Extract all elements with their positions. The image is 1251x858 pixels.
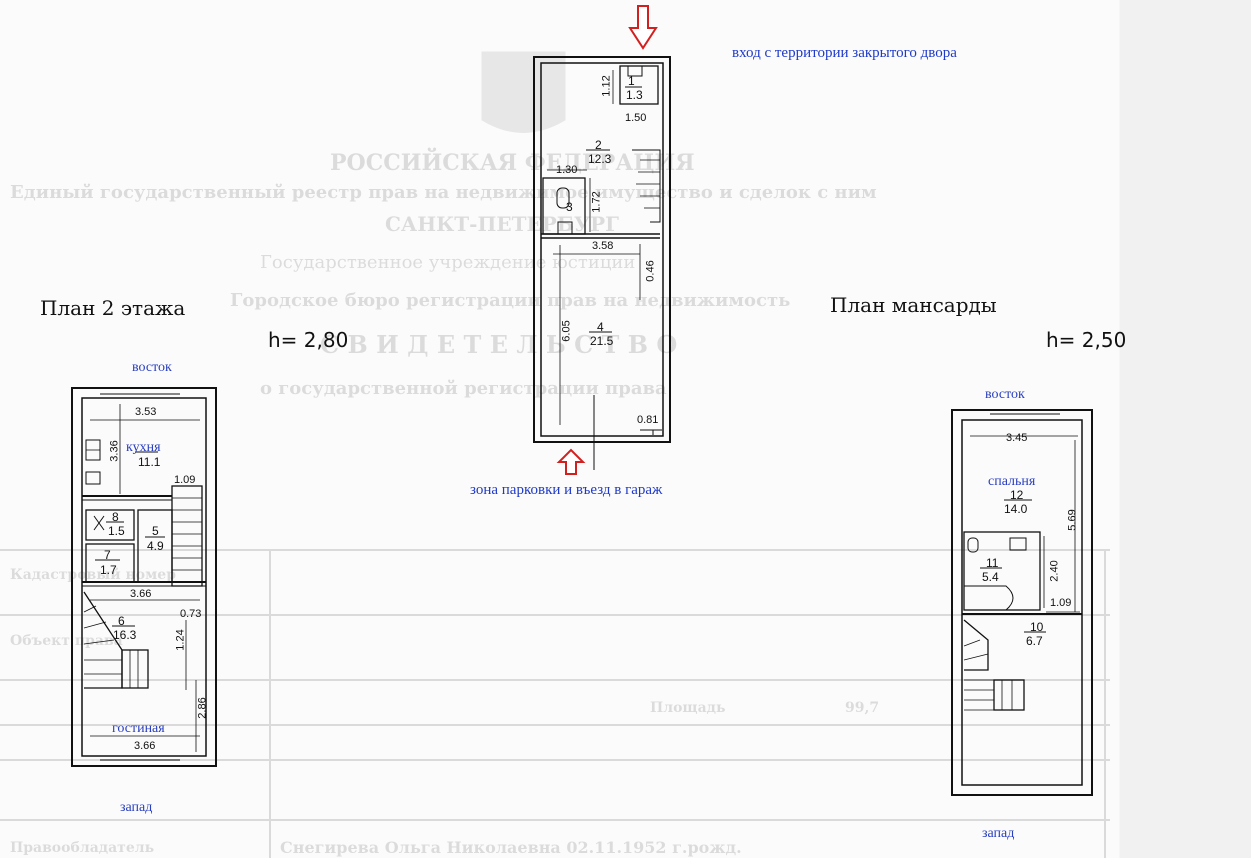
- attic-title: План мансарды: [830, 293, 997, 317]
- room-number: 12: [1010, 488, 1024, 502]
- room-number: 3: [566, 200, 573, 214]
- attic-east-label: восток: [985, 387, 1025, 402]
- dimension: 5.69: [1066, 509, 1079, 531]
- parking-arrow: [556, 448, 586, 475]
- attic-plan: [951, 409, 1093, 796]
- dimension: 3.66: [130, 588, 152, 600]
- floor2-title: План 2 этажа: [40, 296, 186, 320]
- room-area: 1.3: [626, 88, 643, 102]
- entrance-arrow: [628, 5, 658, 50]
- room-number: 2: [595, 138, 602, 152]
- bg-title: РОССИЙСКАЯ ФЕДЕРАЦИЯ: [330, 150, 695, 176]
- dimension: 1.09: [174, 474, 196, 486]
- bg-line: Городское бюро регистрации прав на недви…: [230, 290, 791, 311]
- dimension: 1.30: [556, 164, 578, 176]
- dimension: 3.66: [134, 740, 156, 752]
- bg-table-cell: Снегирева Ольга Николаевна 02.11.1952 г.…: [280, 838, 742, 857]
- living-room-label: гостиная: [112, 721, 165, 736]
- room-number: 1: [628, 74, 635, 88]
- dimension: 1.72: [590, 191, 603, 213]
- room-area: 14.0: [1004, 502, 1028, 516]
- dimension: 1.50: [625, 112, 647, 124]
- room-number: 7: [104, 548, 111, 562]
- room-number: 4: [597, 320, 604, 334]
- dimension: 0.81: [637, 414, 659, 426]
- room-number: 11: [986, 556, 999, 570]
- room-number: 8: [112, 510, 119, 524]
- entrance-label: вход с территории закрытого двора: [732, 45, 957, 61]
- attic-height: h= 2,50: [1046, 328, 1127, 352]
- dimension: 0.46: [644, 260, 657, 282]
- bg-table-cell: Площадь: [650, 700, 726, 716]
- dimension: 6.05: [560, 320, 573, 342]
- floor2-height: h= 2,80: [268, 328, 349, 352]
- dimension: 1.12: [600, 75, 613, 97]
- floor2-plan: [71, 387, 217, 767]
- kitchen-label: кухня: [126, 440, 161, 455]
- room-area: 12.3: [588, 152, 612, 166]
- dimension: 1.09: [1050, 597, 1072, 609]
- parking-label: зона парковки и въезд в гараж: [470, 482, 663, 498]
- attic-west-label: запад: [982, 826, 1015, 841]
- room-area: 4.9: [147, 539, 164, 553]
- room-area: 16.3: [113, 628, 137, 642]
- dimension: 3.36: [108, 440, 121, 462]
- dimension: 1.24: [174, 629, 187, 651]
- ground-floor-plan: [533, 56, 671, 470]
- room-area: 6.7: [1026, 634, 1043, 648]
- room-area: 11.1: [138, 455, 161, 469]
- room-area: 1.5: [108, 524, 125, 538]
- bg-table-cell: Объект права: [10, 633, 123, 649]
- room-area: 21.5: [590, 334, 614, 348]
- bg-certificate: С В И Д Е Т Е Л Ь С Т В О: [320, 330, 678, 359]
- dimension: 3.58: [592, 240, 614, 252]
- room-number: 10: [1030, 620, 1044, 634]
- dimension: 3.45: [1006, 432, 1028, 444]
- bg-table-cell: 99,7: [845, 700, 880, 716]
- bg-table-cell: Правообладатель: [10, 840, 155, 856]
- floor2-east-label: восток: [132, 360, 172, 375]
- floor2-west-label: запад: [120, 800, 153, 815]
- room-area: 5.4: [982, 570, 999, 584]
- dimension: 3.53: [135, 406, 157, 418]
- bg-line: о государственной регистрации права: [260, 378, 667, 399]
- dimension: 2.86: [196, 697, 209, 719]
- bedroom-label: спальня: [988, 474, 1036, 489]
- room-number: 5: [152, 524, 159, 538]
- bg-city: САНКТ-ПЕТЕРБУРГ: [385, 212, 619, 236]
- dimension: 2.40: [1048, 560, 1061, 582]
- room-area: 1.7: [100, 563, 117, 577]
- room-number: 6: [118, 614, 125, 628]
- dimension: 0.73: [180, 608, 202, 620]
